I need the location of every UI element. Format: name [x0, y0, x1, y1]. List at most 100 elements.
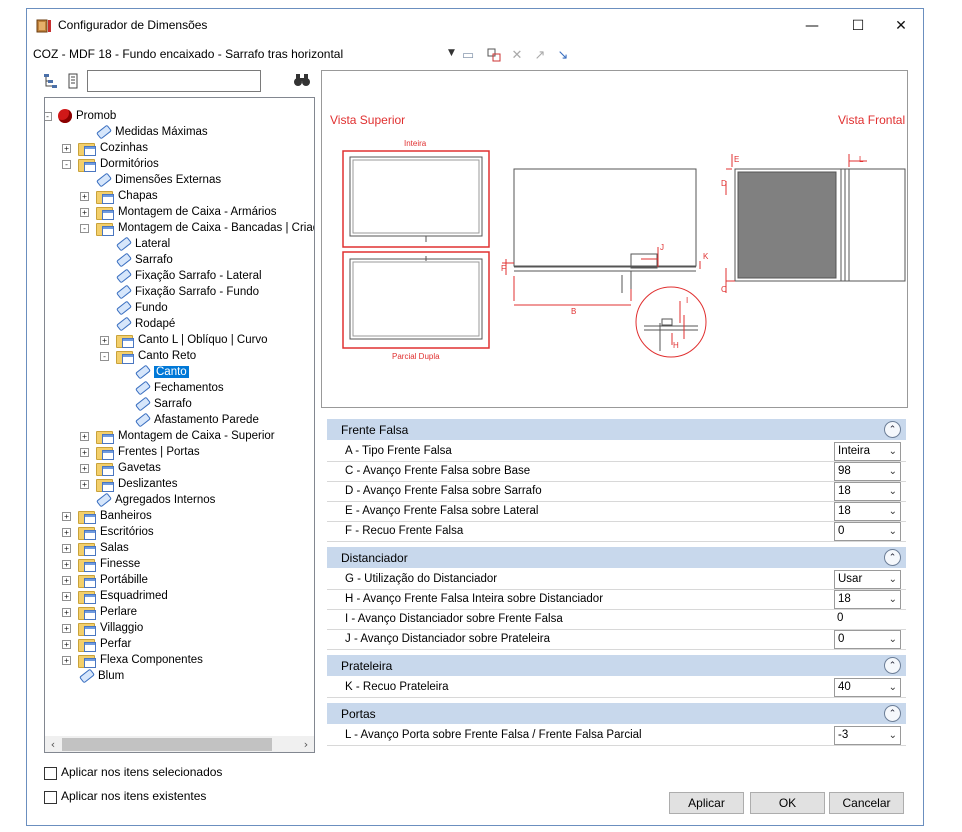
- tree-expander-icon[interactable]: -: [62, 160, 71, 169]
- tree-item[interactable]: Gavetas: [95, 460, 161, 476]
- collapse-icon[interactable]: ⌃: [884, 421, 901, 438]
- chevron-down-icon[interactable]: ⌄: [888, 574, 897, 585]
- tree-item[interactable]: Montagem de Caixa - Superior: [95, 428, 275, 444]
- tree-item[interactable]: Canto Reto: [115, 348, 196, 364]
- tree-item[interactable]: Fixação Sarrafo - Lateral: [114, 268, 262, 284]
- tree-expander-icon[interactable]: +: [62, 624, 71, 633]
- close-button[interactable]: ✕: [878, 9, 923, 42]
- tree-item[interactable]: Chapas: [95, 188, 158, 204]
- property-value-dropdown[interactable]: 40⌄: [834, 678, 901, 697]
- tree-item[interactable]: Promob: [58, 108, 116, 124]
- tree-item[interactable]: Blum: [77, 668, 124, 684]
- property-value-dropdown[interactable]: Usar⌄: [834, 570, 901, 589]
- tree-item[interactable]: Flexa Componentes: [77, 652, 203, 668]
- tree-item[interactable]: Cozinhas: [77, 140, 148, 156]
- tree-horizontal-scrollbar[interactable]: ‹ ›: [45, 736, 314, 752]
- chevron-down-icon[interactable]: ⌄: [888, 446, 897, 457]
- tree-item[interactable]: Afastamento Parede: [133, 412, 259, 428]
- chevron-down-icon[interactable]: ⌄: [888, 594, 897, 605]
- delete-icon[interactable]: ✕: [511, 47, 523, 63]
- property-value-dropdown[interactable]: 18⌄: [834, 590, 901, 609]
- tree-expander-icon[interactable]: +: [80, 480, 89, 489]
- scroll-thumb[interactable]: [62, 738, 272, 751]
- property-value-dropdown[interactable]: 98⌄: [834, 462, 901, 481]
- chevron-down-icon[interactable]: ⌄: [888, 486, 897, 497]
- tree-expander-icon[interactable]: +: [80, 432, 89, 441]
- scroll-right-icon[interactable]: ›: [303, 738, 309, 751]
- tree-expander-icon[interactable]: +: [80, 192, 89, 201]
- chevron-down-icon[interactable]: ⌄: [888, 466, 897, 477]
- tree-item[interactable]: Fundo: [114, 300, 168, 316]
- tree-item[interactable]: Montagem de Caixa - Bancadas | Criado: [95, 220, 314, 236]
- category-header[interactable]: Frente Falsa⌃: [327, 419, 906, 440]
- tree-item[interactable]: Fechamentos: [133, 380, 224, 396]
- cancel-button[interactable]: Cancelar: [829, 792, 904, 814]
- scroll-left-icon[interactable]: ‹: [50, 738, 56, 751]
- tree-item[interactable]: Sarrafo: [133, 396, 192, 412]
- tree-item[interactable]: Medidas Máximas: [94, 124, 208, 140]
- tree-item[interactable]: Finesse: [77, 556, 140, 572]
- card-icon[interactable]: ▭: [461, 47, 475, 63]
- export-icon[interactable]: ↗: [534, 47, 546, 63]
- path-dropdown-icon[interactable]: ▼: [448, 48, 455, 58]
- chevron-down-icon[interactable]: ⌄: [888, 730, 897, 741]
- property-value-dropdown[interactable]: 0⌄: [834, 522, 901, 541]
- category-header[interactable]: Prateleira⌃: [327, 655, 906, 676]
- tree-item[interactable]: Montagem de Caixa - Armários: [95, 204, 277, 220]
- tree-expander-icon[interactable]: +: [62, 512, 71, 521]
- minimize-button[interactable]: —: [789, 9, 835, 42]
- tree-item[interactable]: Fixação Sarrafo - Fundo: [114, 284, 259, 300]
- apply-button[interactable]: Aplicar: [669, 792, 744, 814]
- binoculars-icon[interactable]: [293, 72, 311, 90]
- property-value-dropdown[interactable]: -3⌄: [834, 726, 901, 745]
- copy-icon[interactable]: [485, 46, 503, 64]
- tree-item[interactable]: Agregados Internos: [94, 492, 215, 508]
- tree-expander-icon[interactable]: +: [62, 640, 71, 649]
- import-icon[interactable]: ↘: [557, 47, 569, 63]
- tree-item[interactable]: Deslizantes: [95, 476, 177, 492]
- tree-item[interactable]: Lateral: [114, 236, 170, 252]
- apply-existing-checkbox[interactable]: [44, 791, 57, 804]
- tree-item[interactable]: Portábille: [77, 572, 148, 588]
- chevron-down-icon[interactable]: ⌄: [888, 526, 897, 537]
- tree-expander-icon[interactable]: +: [62, 656, 71, 665]
- tree-expander-icon[interactable]: -: [80, 224, 89, 233]
- property-value-dropdown[interactable]: 18⌄: [834, 502, 901, 521]
- tree-item[interactable]: Sarrafo: [114, 252, 173, 268]
- tree-expander-icon[interactable]: +: [62, 144, 71, 153]
- tree-expander-icon[interactable]: +: [62, 608, 71, 617]
- tree-item[interactable]: Perlare: [77, 604, 137, 620]
- tree-item[interactable]: Frentes | Portas: [95, 444, 200, 460]
- tree-item[interactable]: Salas: [77, 540, 129, 556]
- ok-button[interactable]: OK: [750, 792, 825, 814]
- tree-expander-icon[interactable]: +: [62, 544, 71, 553]
- property-value-dropdown[interactable]: Inteira⌄: [834, 442, 901, 461]
- tree-item[interactable]: Rodapé: [114, 316, 175, 332]
- tree-expander-icon[interactable]: +: [100, 336, 109, 345]
- tree-item[interactable]: Esquadrimed: [77, 588, 168, 604]
- tree-expander-icon[interactable]: +: [62, 560, 71, 569]
- tree-expander-icon[interactable]: +: [62, 592, 71, 601]
- collapse-icon[interactable]: ⌃: [884, 657, 901, 674]
- category-header[interactable]: Portas⌃: [327, 703, 906, 724]
- maximize-button[interactable]: ☐: [835, 9, 881, 42]
- search-input[interactable]: [87, 70, 261, 92]
- tree-expander-icon[interactable]: +: [62, 528, 71, 537]
- config-path-bar[interactable]: COZ - MDF 18 - Fundo encaixado - Sarrafo…: [27, 45, 923, 65]
- property-value-dropdown[interactable]: 0: [834, 610, 901, 629]
- tree-item[interactable]: Canto: [133, 364, 189, 380]
- tree-expander-icon[interactable]: -: [45, 112, 52, 121]
- chevron-down-icon[interactable]: ⌄: [888, 682, 897, 693]
- tree-expander-icon[interactable]: +: [80, 464, 89, 473]
- tree-expander-icon[interactable]: +: [62, 576, 71, 585]
- property-value-dropdown[interactable]: 18⌄: [834, 482, 901, 501]
- tree-item[interactable]: Perfar: [77, 636, 131, 652]
- tree-expander-icon[interactable]: +: [80, 208, 89, 217]
- tree-expander-icon[interactable]: -: [100, 352, 109, 361]
- tree-item[interactable]: Dormitórios: [77, 156, 159, 172]
- tree-item[interactable]: Canto L | Oblíquo | Curvo: [115, 332, 268, 348]
- tree-item[interactable]: Villaggio: [77, 620, 143, 636]
- tree-item[interactable]: Banheiros: [77, 508, 152, 524]
- collapse-icon[interactable]: ⌃: [884, 705, 901, 722]
